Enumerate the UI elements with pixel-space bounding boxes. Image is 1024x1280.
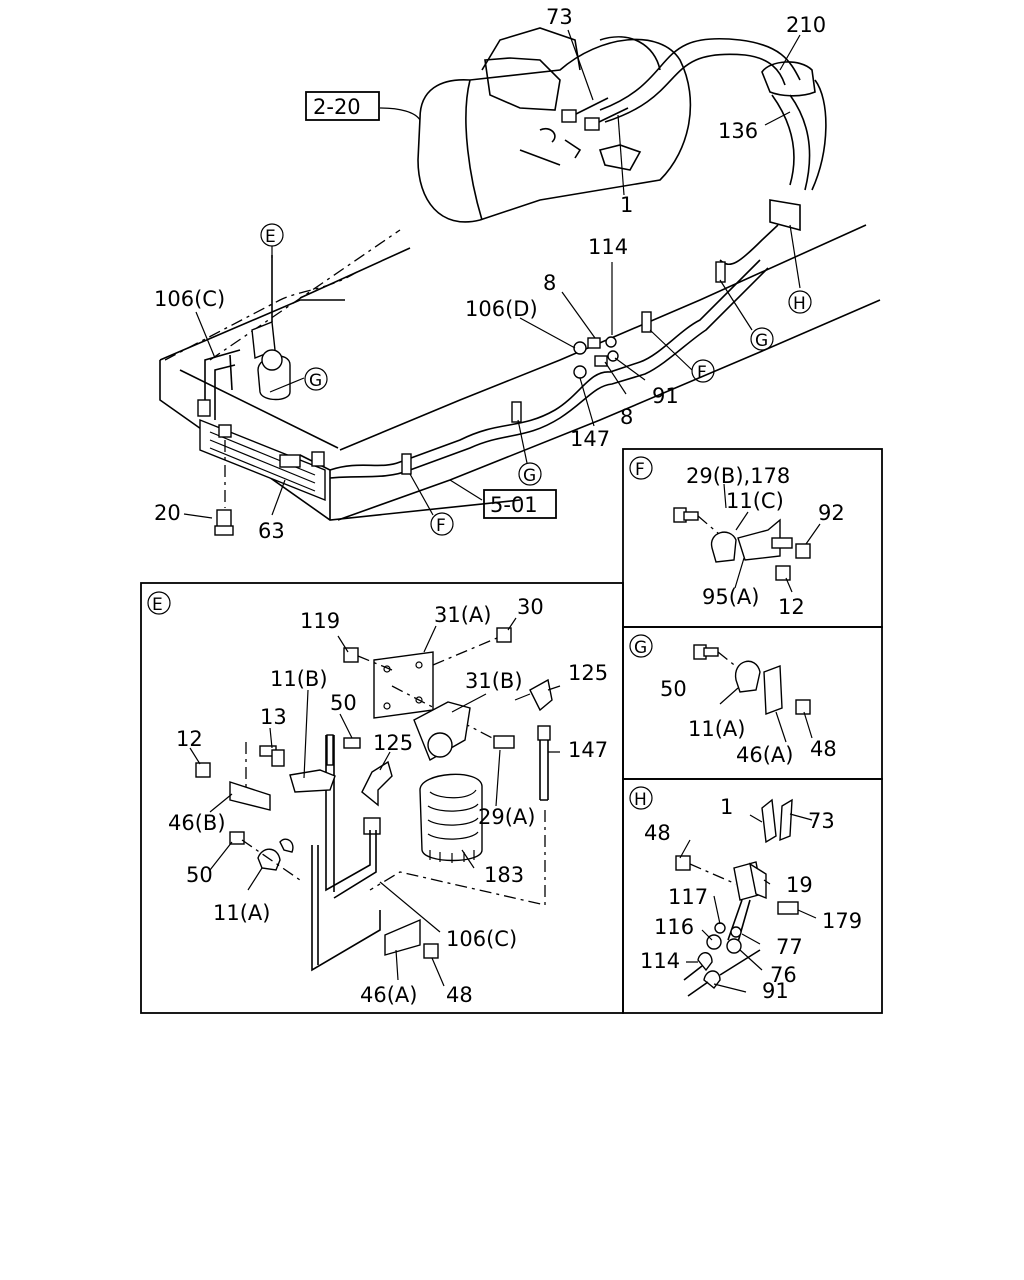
marker-g-main-1: G	[304, 367, 328, 391]
label-e-29a: 29(A)	[478, 805, 535, 829]
label-g-50: 50	[660, 677, 687, 701]
callout-73: 73	[546, 5, 573, 29]
svg-text:H: H	[793, 294, 806, 314]
bracket-63-bolt-20	[197, 399, 326, 536]
reference-box-2-20	[305, 91, 380, 121]
svg-text:G: G	[523, 466, 536, 486]
marker-e-main: E	[260, 223, 284, 247]
marker-f-panel: F	[629, 456, 653, 480]
callout-91: 91	[652, 384, 679, 408]
label-e-48: 48	[446, 983, 473, 1007]
callout-136: 136	[718, 119, 758, 143]
svg-text:F: F	[635, 460, 645, 480]
callout-210: 210	[786, 13, 826, 37]
label-f-12: 12	[778, 595, 805, 619]
callout-147: 147	[570, 427, 610, 451]
marker-g-panel: G	[629, 634, 653, 658]
label-h-77: 77	[776, 935, 803, 959]
fuel-pipes	[204, 259, 769, 479]
callout-8b: 8	[620, 405, 633, 429]
label-h-117: 117	[668, 885, 708, 909]
label-f-29b-178: 29(B),178	[686, 464, 790, 488]
label-e-50b: 50	[186, 863, 213, 887]
label-h-91: 91	[762, 979, 789, 1003]
svg-text:G: G	[634, 638, 647, 658]
callout-63: 63	[258, 519, 285, 543]
label-e-11a: 11(A)	[213, 901, 270, 925]
label-e-12: 12	[176, 727, 203, 751]
svg-text:E: E	[265, 227, 276, 247]
label-e-106c: 106(C)	[446, 927, 517, 951]
marker-g-main-3: G	[518, 462, 542, 486]
detail-panel-h: H 1 73 48 19 117 179 116 77 114 76 91	[622, 778, 883, 1014]
label-h-73: 73	[808, 809, 835, 833]
svg-text:F: F	[697, 363, 707, 383]
reference-box-5-01	[483, 489, 557, 519]
label-h-1: 1	[720, 795, 733, 819]
svg-text:F: F	[436, 516, 446, 536]
marker-h-main: H	[788, 290, 812, 314]
label-h-76: 76	[770, 963, 797, 987]
label-e-11b: 11(B)	[270, 667, 328, 691]
svg-text:G: G	[755, 331, 768, 351]
marker-f-main-2: F	[430, 512, 454, 536]
frame-fuel-filter	[229, 255, 291, 401]
callout-8a: 8	[543, 271, 556, 295]
label-e-50a: 50	[330, 691, 357, 715]
label-h-114: 114	[640, 949, 680, 973]
main-leader-lines	[183, 29, 801, 519]
main-assembly: 73 210 2-20 136 1 114 106(C) 8 106(D) 91…	[154, 5, 881, 543]
injection-pump-drawing	[417, 27, 827, 265]
label-e-119: 119	[300, 609, 340, 633]
callout-106c: 106(C)	[154, 287, 225, 311]
svg-text:G: G	[309, 371, 322, 391]
label-g-11a: 11(A)	[688, 717, 745, 741]
label-f-95a: 95(A)	[702, 585, 759, 609]
label-e-147: 147	[568, 738, 608, 762]
label-f-92: 92	[818, 501, 845, 525]
label-e-125b: 125	[373, 731, 413, 755]
detail-panel-g: G 50 11(A) 46(A) 48	[622, 626, 883, 780]
label-e-125a: 125	[568, 661, 608, 685]
label-h-116: 116	[654, 915, 694, 939]
marker-h-panel: H	[629, 786, 653, 810]
callout-1: 1	[620, 193, 633, 217]
marker-f-main-1: F	[691, 359, 715, 383]
label-h-48: 48	[644, 821, 671, 845]
detail-panel-e: E	[140, 582, 624, 1014]
label-e-46a: 46(A)	[360, 983, 417, 1007]
label-e-46b: 46(B)	[168, 811, 226, 835]
callout-20: 20	[154, 501, 181, 525]
callout-106d: 106(D)	[465, 297, 538, 321]
detail-panel-f: F 29(B),178 11(C) 92 95(A) 12	[622, 448, 883, 628]
callout-114: 114	[588, 235, 628, 259]
label-e-183: 183	[484, 863, 524, 887]
label-g-46a: 46(A)	[736, 743, 793, 767]
label-f-11c: 11(C)	[726, 489, 784, 513]
label-g-48: 48	[810, 737, 837, 761]
marker-e-panel: E	[147, 591, 171, 615]
svg-text:H: H	[634, 790, 647, 810]
label-e-31a: 31(A)	[434, 603, 491, 627]
callout-2-20: 2-20	[313, 95, 361, 119]
frame-outline	[159, 224, 881, 521]
label-h-179: 179	[822, 909, 862, 933]
label-e-31b: 31(B)	[465, 669, 523, 693]
marker-g-main-2: G	[750, 327, 774, 351]
label-e-30: 30	[517, 595, 544, 619]
label-h-19: 19	[786, 873, 813, 897]
label-e-13: 13	[260, 705, 287, 729]
svg-text:E: E	[152, 595, 163, 615]
callout-5-01: 5-01	[490, 493, 538, 517]
